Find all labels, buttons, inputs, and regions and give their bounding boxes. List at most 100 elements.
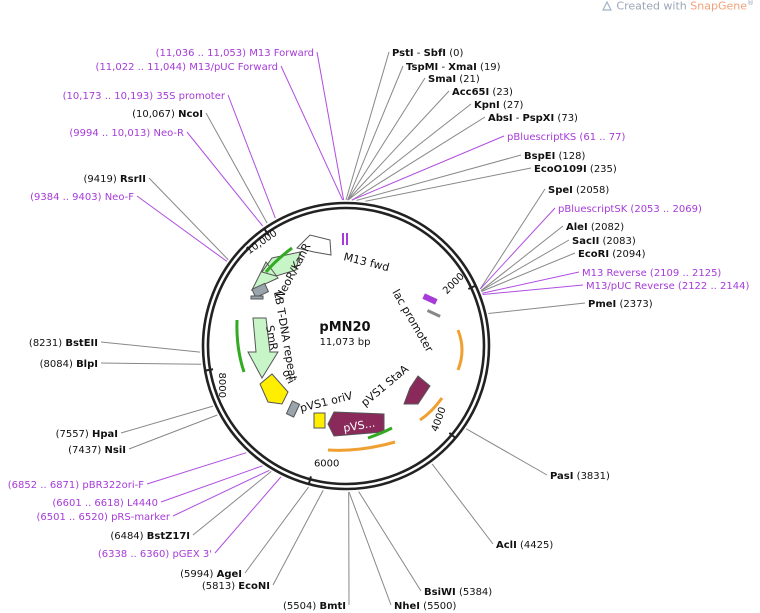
enzyme-label-blpi: (8084) BlpI — [40, 359, 98, 370]
leader-bspei — [356, 154, 522, 201]
enzyme-label-kpni: KpnI (27) — [474, 100, 524, 111]
snapgene-logo-icon — [602, 0, 613, 11]
orange-primer-arc-1 — [456, 329, 464, 371]
leader-spei — [479, 188, 546, 290]
backbone-outer — [201, 201, 491, 491]
leader-econi — [272, 489, 324, 586]
feature-label-pvs-repa: pVS... — [342, 417, 376, 435]
enzyme-label-smai: SmaI (21) — [428, 74, 480, 85]
watermark-prefix: Created with — [616, 0, 691, 13]
enzyme-label-spei: SpeI (2058) — [548, 185, 609, 196]
primer-label-neo-f: (9384 .. 9403) Neo-F — [30, 192, 134, 203]
tick-mark — [467, 284, 477, 290]
leader-agei — [244, 486, 309, 574]
leader-bsteii — [100, 341, 201, 353]
lb-tdna-repeat-box — [251, 282, 270, 299]
enzyme-label-ecori: EcoRI (2094) — [578, 249, 646, 260]
tick-mark — [448, 432, 457, 439]
leader-pbluescriptsk — [480, 207, 556, 290]
leader-ncoi — [205, 112, 268, 224]
primer-label-m13-puc-reverse: M13/pUC Reverse (2122 .. 2144) — [586, 281, 749, 292]
enzyme-label-sacii: SacII (2083) — [572, 236, 636, 247]
leader-ecoo109i — [365, 167, 532, 202]
feature-label-pvs1-oriv: pVS1 oriV — [299, 389, 355, 415]
backbone-inner — [206, 206, 486, 486]
enzyme-label-tspmi: TspMI - XmaI (19) — [406, 62, 501, 73]
leader-sacii — [480, 239, 570, 292]
enzyme-label-acc65i: Acc65I (23) — [452, 87, 513, 98]
feature-label-pvs1-staa: pVS1 StaA — [359, 362, 412, 409]
leader-bstz17i — [192, 471, 272, 536]
pvs1-oriv-box — [313, 412, 326, 429]
leader-pbr322ori-f — [146, 452, 247, 485]
leader-pasi — [465, 428, 548, 476]
watermark: Created with SnapGene® — [602, 0, 754, 13]
green-primer-arc-1 — [264, 246, 293, 273]
site-labels: PstI - SbfI (0) TspMI - XmaI (19)SmaI (21… — [8, 48, 750, 612]
leader-acli — [431, 463, 494, 545]
enzyme-label-bstz17i: (6484) BstZ17I — [110, 531, 190, 542]
primer-label-prs-marker: (6501 .. 6520) pRS-marker — [36, 512, 170, 523]
enzyme-label-econi: (5813) EcoNI — [202, 581, 270, 592]
feature-label-m13-fwd: M13 fwd — [342, 250, 390, 274]
ori-arrow — [259, 373, 289, 405]
leader-pbluescriptks — [351, 135, 505, 201]
m13-fwd-primer-mark-2 — [346, 233, 348, 245]
enzyme-label-absi: AbsI - PspXI (73) — [488, 113, 578, 124]
enzyme-label-psti: PstI - SbfI (0) — [392, 48, 463, 59]
tick-label: 8000 — [216, 373, 227, 398]
leader-pgex-3 — [214, 476, 282, 554]
tick-mark — [263, 228, 270, 236]
enzyme-label-bmti: (5504) BmtI — [283, 601, 346, 612]
smr-gene-arrow — [247, 317, 279, 380]
leader-smai — [347, 77, 426, 201]
m13-fwd-primer-mark — [342, 233, 344, 245]
leader-rsrii — [148, 177, 229, 261]
tick-mark — [204, 368, 214, 372]
leader-prs-marker — [172, 469, 270, 517]
leader-kpni — [347, 103, 472, 201]
plasmid-name: pMN20 — [319, 320, 370, 335]
leader-m13-reverse — [482, 271, 580, 294]
primer-label-pgex-3: (6338 .. 6360) pGEX 3' — [98, 549, 212, 560]
leader-m13-puc-reverse — [482, 284, 584, 296]
primer-label-m13-puc-forward: (11,022 .. 11,044) M13/pUC Forward — [96, 62, 278, 73]
grey-feature-box — [285, 400, 301, 418]
lb-tdna-repeat-box-2 — [250, 295, 264, 300]
primer-label-pbluescriptsk: pBluescriptSK (2053 .. 2069) — [558, 204, 702, 215]
leader-blpi — [100, 362, 202, 365]
leader-neo-f — [136, 195, 228, 262]
tick-label: 6000 — [314, 458, 339, 469]
feature-label-smr: SmR — [263, 324, 280, 352]
pvs1-staa-arrow — [403, 375, 431, 405]
primer-label-35s-promoter: (10,173 .. 10,193) 35S promoter — [63, 91, 226, 102]
enzyme-label-nhei: NheI (5500) — [394, 601, 457, 612]
enzyme-label-alei: AleI (2082) — [566, 222, 624, 233]
leader-psti — [345, 51, 390, 201]
enzyme-label-bsiwi: BsiWI (5384) — [424, 587, 492, 598]
orange-primer-arc-2 — [419, 397, 444, 422]
neor-promoter-arrow — [296, 234, 332, 256]
label-leader-lines — [100, 51, 586, 606]
enzyme-label-pasi: PasI (3831) — [550, 471, 610, 482]
primer-label-l4440: (6601 .. 6618) L4440 — [52, 498, 158, 509]
green-primer-arc-2 — [235, 319, 246, 373]
orange-primer-arc-3 — [327, 440, 396, 452]
leader-l4440 — [160, 465, 263, 503]
leader-35s-promoter — [227, 94, 276, 219]
enzyme-label-ncoi: (10,067) NcoI — [132, 109, 203, 120]
leader-nsii — [128, 414, 218, 450]
leader-tspmi — [347, 65, 404, 201]
primer-label-m13-forward: (11,036 .. 11,053) M13 Forward — [156, 48, 314, 59]
primer-label-pbr322ori-f: (6852 .. 6871) pBR322ori-F — [8, 480, 144, 491]
watermark-brand: SnapGene — [690, 0, 747, 13]
enzyme-label-acli: AclI (4425) — [496, 540, 553, 551]
leader-neo-r — [186, 131, 264, 227]
leader-m13-puc-forward — [280, 65, 344, 201]
lac-promoter-mark-2 — [426, 309, 441, 318]
enzyme-label-ecoo109i: EcoO109I (235) — [534, 164, 617, 175]
leader-nhei — [348, 491, 392, 606]
enzyme-label-bsteii: (8231) BstEII — [29, 338, 98, 349]
pvs-repa-arrow — [327, 411, 385, 437]
